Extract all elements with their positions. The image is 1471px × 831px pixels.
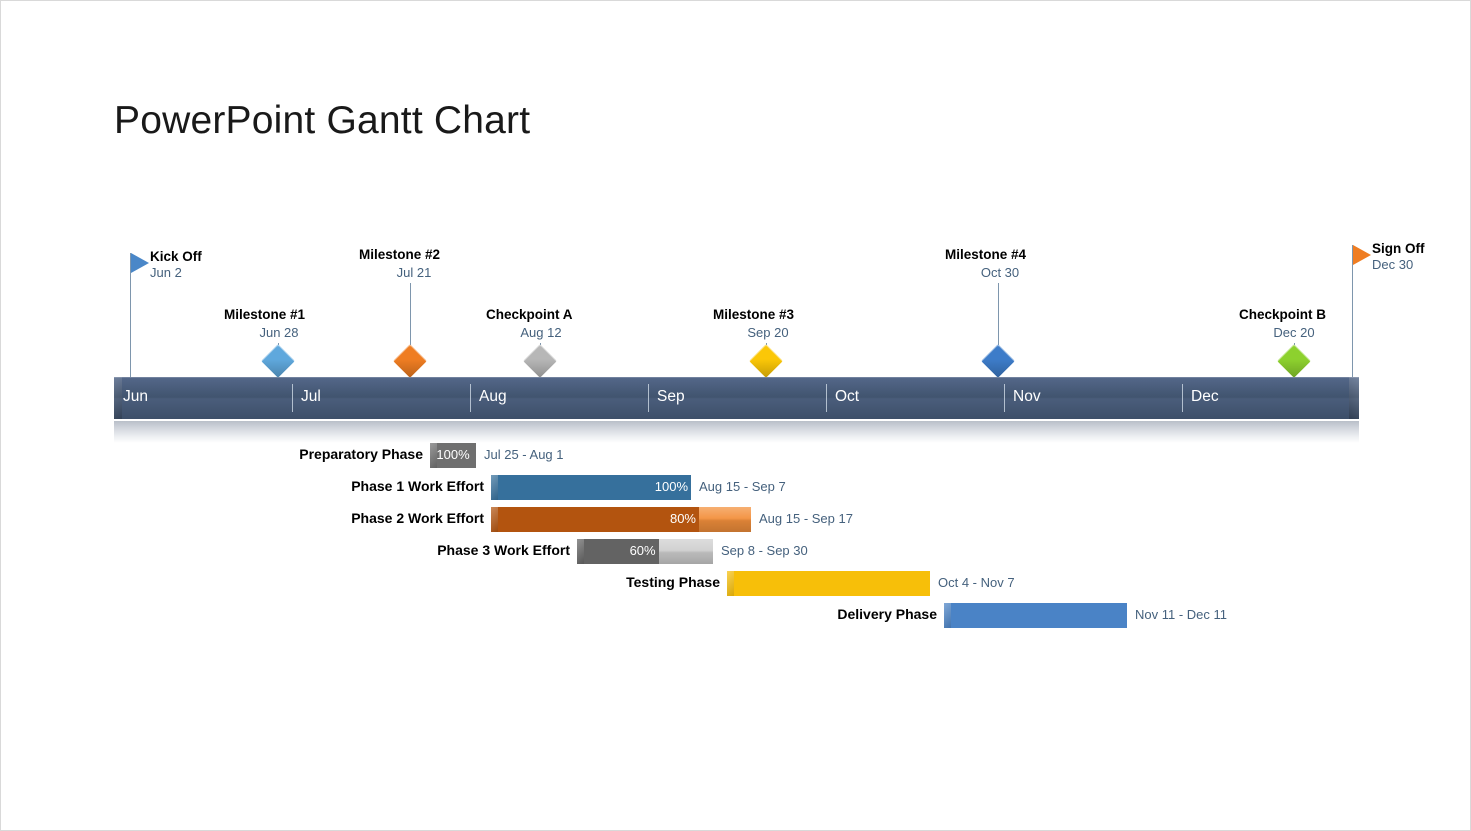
task-date-range: Oct 4 - Nov 7 <box>938 575 1015 590</box>
task-progress-fill <box>491 475 691 500</box>
milestone-date: Jun 28 <box>259 325 299 340</box>
timeline-month-oct: Oct <box>826 377 1004 419</box>
task-bar[interactable] <box>727 571 930 596</box>
task-label: Phase 2 Work Effort <box>351 510 484 526</box>
milestone-date: Jul 21 <box>396 265 432 280</box>
month-label: Dec <box>1191 388 1219 405</box>
task-date-range: Aug 15 - Sep 7 <box>699 479 786 494</box>
flag-icon <box>1353 245 1371 265</box>
milestone-label: Sign Off <box>1372 241 1425 256</box>
task-date-range: Aug 15 - Sep 17 <box>759 511 853 526</box>
task-percent-label: 100% <box>436 447 470 462</box>
task-row: Phase 3 Work Effort 60% Sep 8 - Sep 30 <box>114 539 1359 565</box>
task-progress-fill <box>577 539 659 564</box>
timeline-month-jun: Jun <box>114 377 292 419</box>
milestone-connector-line <box>130 253 131 379</box>
page-title: PowerPoint Gantt Chart <box>114 99 531 142</box>
milestone-label: Kick Off <box>150 249 202 264</box>
milestone-label: Milestone #2 <box>359 247 441 262</box>
diamond-icon <box>981 344 1015 378</box>
milestone-label: Milestone #3 <box>713 307 795 322</box>
task-row: Phase 2 Work Effort 80% Aug 15 - Sep 17 <box>114 507 1359 533</box>
month-separator <box>470 384 471 412</box>
month-label: Aug <box>479 388 507 405</box>
task-bar[interactable]: 100% <box>430 443 476 468</box>
month-label: Oct <box>835 388 860 405</box>
milestone-connector-line <box>1352 245 1353 379</box>
task-progress-fill <box>944 603 1127 628</box>
task-percent-label: 60% <box>629 543 656 558</box>
task-progress-fill <box>727 571 930 596</box>
milestone-label: Checkpoint A <box>486 307 573 322</box>
month-label: Nov <box>1013 388 1041 405</box>
timeline-month-aug: Aug <box>470 377 648 419</box>
flag-icon <box>131 253 149 273</box>
task-row: Delivery Phase Nov 11 - Dec 11 <box>114 603 1359 629</box>
diamond-icon <box>393 344 427 378</box>
month-separator <box>1004 384 1005 412</box>
month-label: Jul <box>301 388 321 405</box>
timeline-month-dec: Dec <box>1182 377 1359 419</box>
task-progress-fill <box>430 443 476 468</box>
task-label: Testing Phase <box>626 574 720 590</box>
diamond-icon <box>1277 344 1311 378</box>
task-label: Preparatory Phase <box>299 446 423 462</box>
task-percent-label: 80% <box>669 511 696 526</box>
milestone-label: Milestone #4 <box>945 247 1027 262</box>
task-row: Testing Phase Oct 4 - Nov 7 <box>114 571 1359 597</box>
task-date-range: Sep 8 - Sep 30 <box>721 543 808 558</box>
task-date-range: Nov 11 - Dec 11 <box>1135 607 1228 622</box>
milestone-date: Oct 30 <box>980 265 1020 280</box>
task-percent-label: 100% <box>654 479 688 494</box>
timeline-month-sep: Sep <box>648 377 826 419</box>
task-label: Phase 1 Work Effort <box>351 478 484 494</box>
task-label: Phase 3 Work Effort <box>437 542 570 558</box>
task-progress-fill <box>491 507 699 532</box>
milestone-connector-line <box>410 283 411 365</box>
milestone-date: Dec 30 <box>1372 257 1414 272</box>
milestone-label: Milestone #1 <box>224 307 306 322</box>
diamond-icon <box>523 344 557 378</box>
timeline-shadow-band <box>114 421 1359 443</box>
timeline-month-jul: Jul <box>292 377 470 419</box>
task-bar[interactable]: 60% <box>577 539 713 564</box>
month-separator <box>292 384 293 412</box>
diamond-icon <box>749 344 783 378</box>
month-label: Jun <box>123 388 148 405</box>
task-date-range: Jul 25 - Aug 1 <box>484 447 564 462</box>
milestone-date: Dec 20 <box>1273 325 1315 340</box>
milestone-connector-line <box>998 283 999 365</box>
milestone-date: Jun 2 <box>150 265 182 280</box>
task-bar[interactable]: 100% <box>491 475 691 500</box>
month-label: Sep <box>657 388 685 405</box>
milestone-date: Sep 20 <box>747 325 789 340</box>
task-row: Phase 1 Work Effort 100% Aug 15 - Sep 7 <box>114 475 1359 501</box>
diamond-icon <box>261 344 295 378</box>
month-separator <box>1182 384 1183 412</box>
milestone-label: Checkpoint B <box>1239 307 1327 322</box>
month-separator <box>826 384 827 412</box>
task-label: Delivery Phase <box>837 606 937 622</box>
month-separator <box>648 384 649 412</box>
timeline-month-nov: Nov <box>1004 377 1182 419</box>
milestone-date: Aug 12 <box>520 325 562 340</box>
timeline-month-bar[interactable]: Jun Jul Aug Sep Oct Nov Dec <box>114 377 1359 419</box>
task-bar[interactable] <box>944 603 1127 628</box>
task-row: Preparatory Phase 100% Jul 25 - Aug 1 <box>114 443 1359 469</box>
task-bar[interactable]: 80% <box>491 507 751 532</box>
